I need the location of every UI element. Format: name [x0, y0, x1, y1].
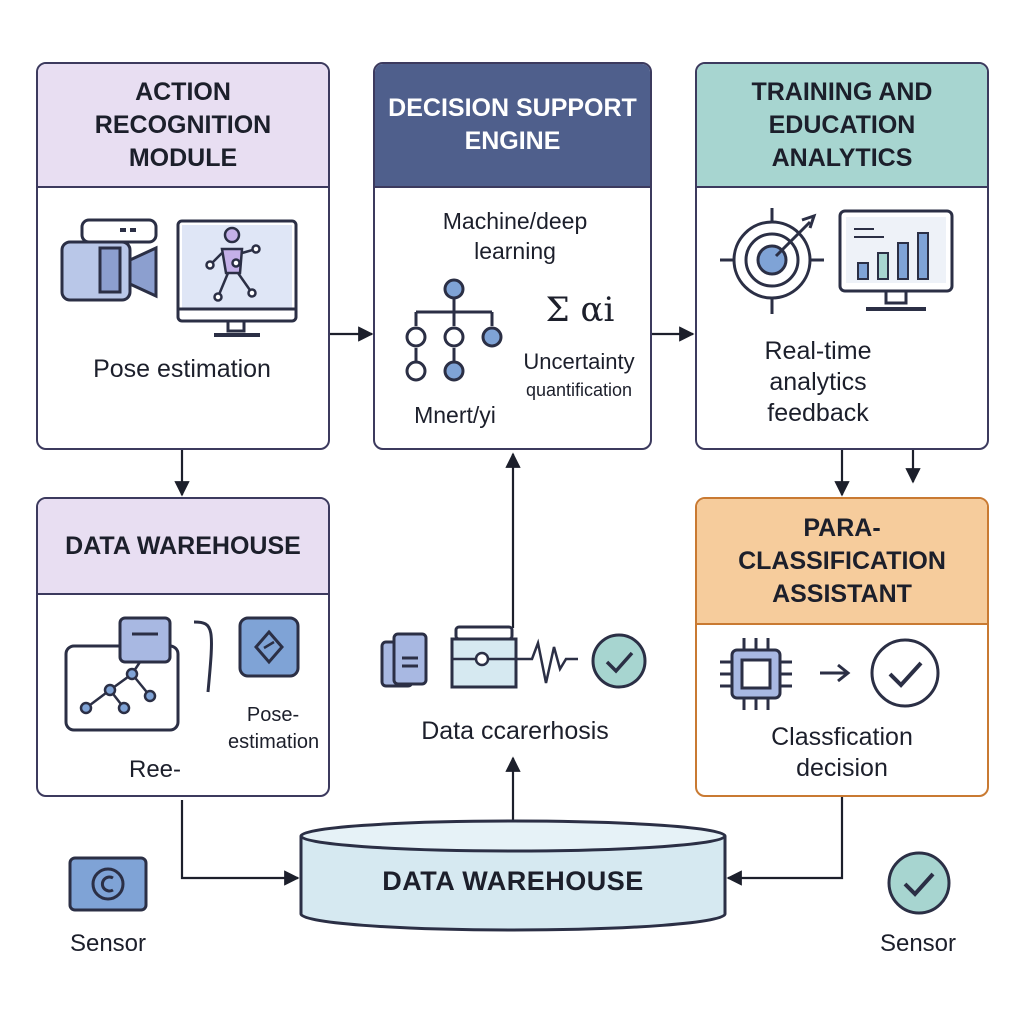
- data-warehouse-card: DATA WAREHOUSE: [36, 497, 330, 797]
- sensor-right-label: Sensor: [879, 930, 957, 957]
- data-warehouse-header: DATA WAREHOUSE: [38, 499, 328, 595]
- machine-learning-subtitle: Machine/deep learning: [442, 208, 588, 264]
- data-center-caption: Data ccarerhosis: [421, 717, 609, 745]
- uncertainty-label: Uncertainty: [523, 349, 635, 374]
- decision-tree-icon: [405, 278, 503, 382]
- ree-caption: Ree-: [128, 756, 182, 783]
- network-graph-icon: [64, 616, 213, 732]
- arrow-warehouse-card-to-cylinder: [180, 800, 300, 886]
- chip-icon: [720, 638, 792, 710]
- analytics-monitor-icon: [838, 209, 954, 311]
- pose-estimation-right-caption: Pose-estimation: [228, 704, 320, 753]
- decision-support-header: DECISION SUPPORT ENGINE: [375, 64, 650, 188]
- copyright-sensor-icon: [68, 856, 148, 912]
- warehouse-cylinder-label: DATA WAREHOUSE: [382, 866, 644, 896]
- classification-check-icon: [870, 638, 940, 708]
- check-circle-icon: [591, 633, 647, 689]
- sensor-left-label: Sensor: [69, 930, 147, 957]
- decision-support-card: DECISION SUPPORT ENGINE: [373, 62, 652, 450]
- sigma-formula: Σ αi: [545, 290, 615, 330]
- video-camera-icon: [60, 218, 158, 302]
- pose-estimation-caption: Pose estimation: [93, 355, 271, 383]
- pose-monitor-icon: [176, 219, 298, 337]
- classification-decision-caption: Classfication decision: [771, 723, 913, 782]
- small-arrow-icon: [820, 663, 851, 683]
- document-icon: [380, 632, 428, 688]
- quantification-label: quantification: [525, 380, 633, 400]
- diamond-tag-icon: [238, 616, 300, 678]
- mnert-caption: Mnert/yi: [414, 402, 496, 428]
- arrow-para-to-cylinder: [726, 796, 844, 886]
- action-recognition-header: ACTION RECOGNITION MODULE: [38, 64, 328, 188]
- warehouse-cylinder: [299, 819, 727, 932]
- check-sensor-icon: [887, 851, 951, 915]
- para-classification-header: PARA-CLASSIFICATION ASSISTANT: [697, 499, 987, 625]
- storage-signal-icon: [450, 625, 578, 689]
- training-analytics-header: TRAINING AND EDUCATION ANALYTICS: [697, 64, 987, 188]
- target-icon: [720, 208, 824, 314]
- realtime-feedback-caption: Real-time analytics feedback: [764, 337, 872, 427]
